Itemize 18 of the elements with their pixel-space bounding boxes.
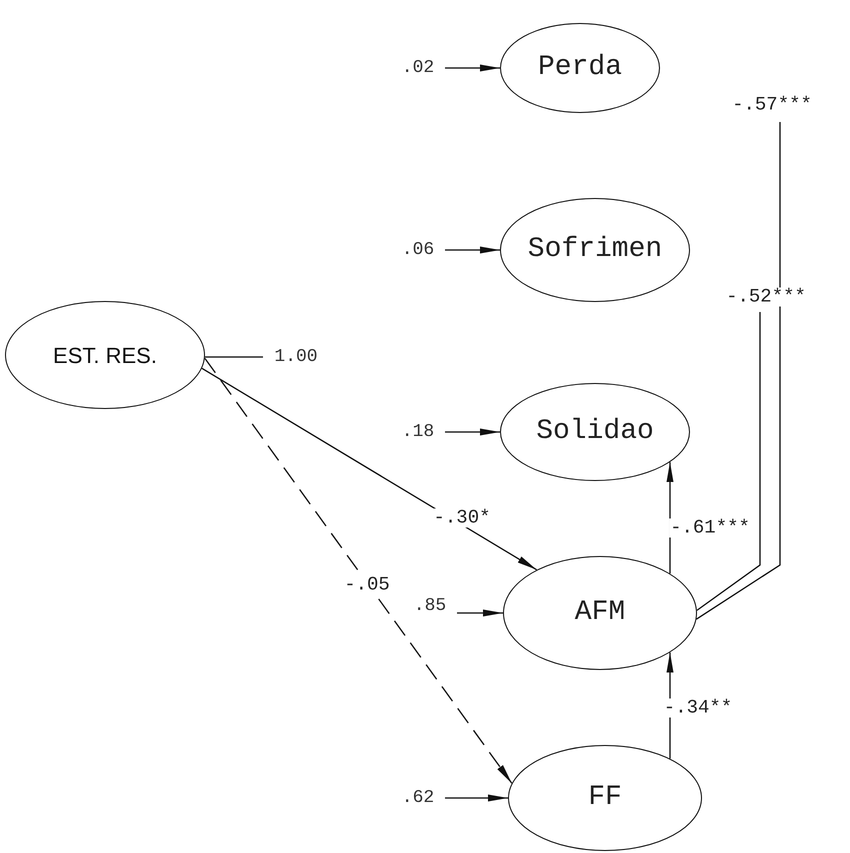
arrow	[445, 794, 508, 802]
connector-line	[204, 356, 263, 358]
path-coefficient: -.61***	[669, 518, 751, 538]
variable-label: EST. RES.	[53, 342, 157, 370]
arrow	[457, 610, 503, 616]
arrow	[445, 246, 500, 254]
variable-label: Solidao	[536, 415, 654, 449]
variable-label: Sofrimen	[528, 233, 662, 267]
connector-line	[696, 312, 761, 611]
arrow	[445, 428, 500, 436]
connector-line	[696, 122, 781, 620]
arrow	[202, 368, 538, 570]
variable-label: Perda	[538, 51, 622, 85]
arrow	[204, 358, 512, 784]
arrow	[445, 64, 500, 72]
variable-label: AFM	[574, 596, 626, 630]
path-coefficient: -.30*	[432, 508, 492, 528]
variable-label: FF	[588, 781, 622, 815]
